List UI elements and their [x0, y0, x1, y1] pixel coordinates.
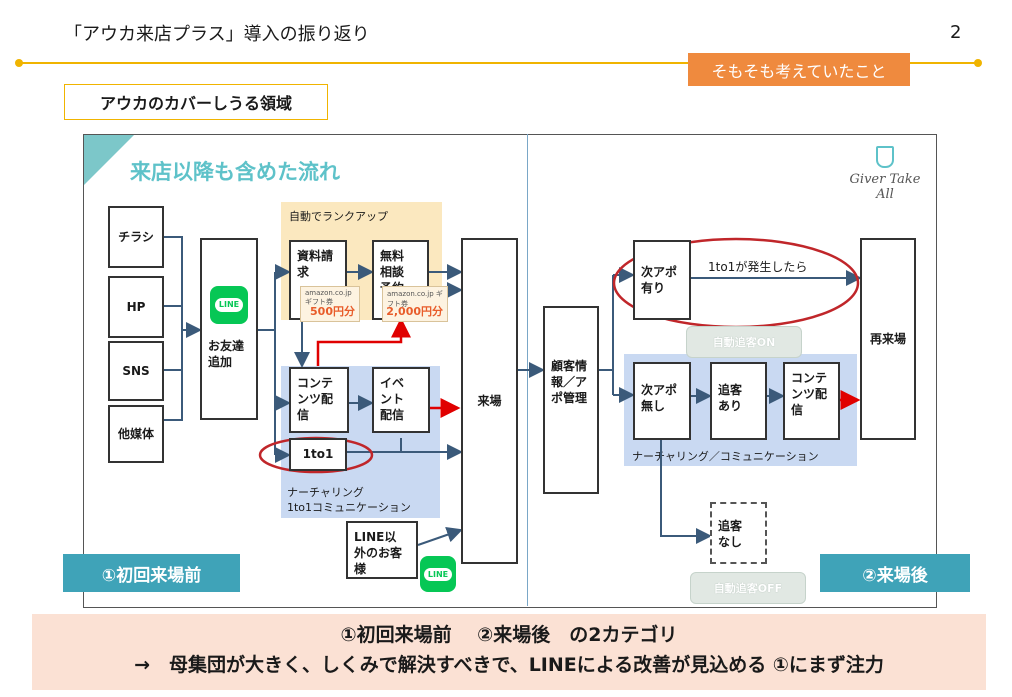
content-delivery-2-box: コンテンツ配信 [783, 362, 840, 440]
header-rule [18, 62, 980, 64]
gift-brand-label-2: amazon.co.jp ギフト券 [387, 290, 443, 308]
follow-no-label: 追客なし [718, 519, 743, 550]
page-number: 2 [950, 22, 962, 43]
revisit-box: 再来場 [860, 238, 916, 440]
phase1-label: ①初回来場前 [63, 554, 240, 592]
slide-title: 「アウカ来店プラス」導入の振り返り [64, 24, 370, 45]
source-flyer: チラシ [108, 206, 164, 268]
follow-yes-label: 追客あり [718, 383, 743, 414]
context-tag: そもそも考えていたこと [688, 53, 910, 86]
nurturing-label-1: ナーチャリング [287, 486, 364, 499]
auto-follow-off-badge: 自動追客OFF [690, 572, 806, 604]
auto-rank-label: 自動でランクアップ [289, 210, 388, 223]
line-app-icon-small: LINE [420, 556, 456, 592]
non-line-customer-box: LINE以外のお客様 [346, 521, 418, 579]
phase2-label: ②来場後 [820, 554, 970, 592]
one-to-one-box: 1to1 [289, 438, 347, 471]
non-line-customer-label: LINE以外のお客様 [354, 530, 403, 577]
summary-line-2: → 母集団が大きく、しくみで解決すべきで、LINEによる改善が見込める ①にまず… [134, 654, 884, 676]
next-appt-yes-box: 次アポ有り [633, 240, 691, 320]
source-sns: SNS [108, 341, 164, 401]
gift-amount-500: 500円分 [310, 305, 355, 318]
visit-box: 来場 [461, 238, 518, 564]
leaf-icon [876, 146, 894, 168]
event-delivery-box: イベント配信 [372, 367, 430, 433]
friend-add-label: お友達追加 [208, 339, 245, 370]
content-delivery-2-label: コンテンツ配信 [791, 371, 828, 418]
one-to-one-note: 1to1が発生したら [708, 260, 808, 274]
flow-title: 来店以降も含めた流れ [130, 160, 340, 184]
doc-request-label: 資料請求 [297, 249, 334, 280]
follow-yes-box: 追客あり [710, 362, 767, 440]
brand-name: Giver Take All [849, 172, 921, 202]
summary-panel: ①初回来場前 ②来場後 の2カテゴリ → 母集団が大きく、しくみで解決すべきで、… [32, 614, 986, 690]
gift-card-500: amazon.co.jp ギフト券 500円分 [300, 286, 360, 322]
next-appt-no-label: 次アポ無し [641, 383, 678, 414]
nurturing-label-1b: 1to1コミュニケーション [287, 501, 411, 514]
corner-accent [84, 135, 134, 185]
gift-amount-2000: 2,000円分 [386, 305, 443, 318]
section-label: アウカのカバーしうる領域 [64, 84, 328, 120]
next-appt-yes-label: 次アポ有り [641, 265, 678, 296]
rule-dot-left [15, 59, 23, 67]
event-delivery-label: イベント配信 [380, 376, 405, 423]
gift-card-2000: amazon.co.jp ギフト券 2,000円分 [382, 286, 448, 322]
friend-add-box: LINE お友達追加 [200, 238, 258, 420]
customer-mgmt-label: 顧客情報／アポ管理 [551, 359, 588, 406]
source-hp: HP [108, 276, 164, 338]
next-appt-no-box: 次アポ無し [633, 362, 691, 440]
content-delivery-label: コンテンツ配信 [297, 376, 334, 423]
content-delivery-box: コンテンツ配信 [289, 367, 349, 433]
gift-brand-label: amazon.co.jp ギフト券 [305, 289, 352, 306]
rule-dot-right [974, 59, 982, 67]
auto-follow-on-badge: 自動追客ON [686, 326, 802, 358]
nurturing-label-2: ナーチャリング／コミュニケーション [632, 450, 819, 463]
source-other-media: 他媒体 [108, 405, 164, 463]
follow-no-box: 追客なし [710, 502, 767, 564]
customer-mgmt-box: 顧客情報／アポ管理 [543, 306, 599, 494]
brand-logo: Giver Take All [840, 146, 930, 202]
summary-line-1: ①初回来場前 ②来場後 の2カテゴリ [340, 624, 678, 646]
line-app-icon: LINE [210, 286, 248, 324]
